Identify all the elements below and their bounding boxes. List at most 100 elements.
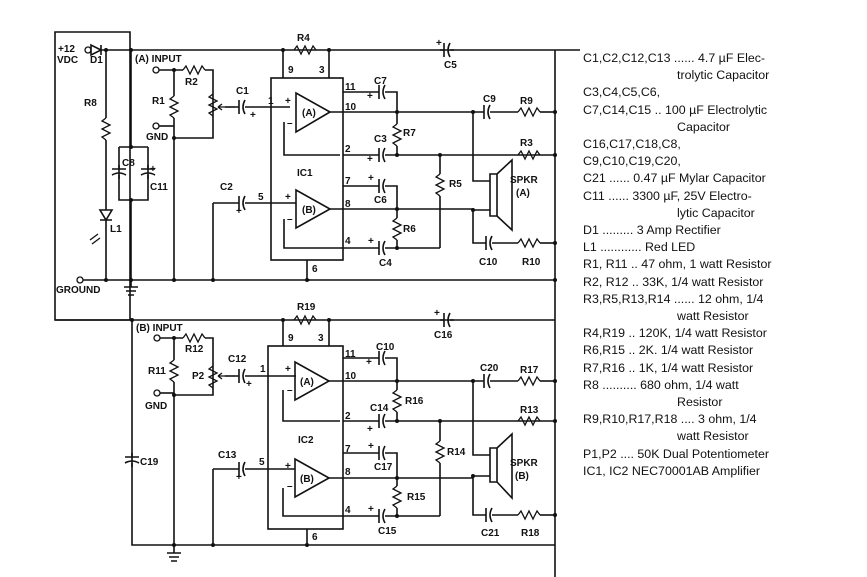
parts-list-row: Capacitor <box>677 119 731 134</box>
input-b-label: (B) INPUT <box>136 323 183 334</box>
label-c11: C11 <box>150 182 168 193</box>
channel-b: (B) INPUT R12 R11 GND P2 C12 + 1 R19 9 3… <box>55 302 557 562</box>
label-r4: R4 <box>297 33 310 44</box>
supply-terminal <box>84 46 92 54</box>
ic2-label: IC2 <box>298 435 314 446</box>
label-r18: R18 <box>521 528 540 539</box>
label-r8: R8 <box>84 98 97 109</box>
ground-icon <box>167 545 181 562</box>
label-c16: C16 <box>434 330 453 341</box>
label-c5: C5 <box>444 60 457 71</box>
label-r7: R7 <box>403 128 416 139</box>
svg-text:4: 4 <box>345 236 351 247</box>
opamp-b2 <box>294 457 331 499</box>
svg-text:(A): (A) <box>302 108 316 119</box>
capacitor-c21 <box>481 507 497 523</box>
opamp-b1 <box>295 188 332 230</box>
svg-text:+: + <box>368 173 374 184</box>
svg-text:+: + <box>367 424 373 435</box>
label-r5: R5 <box>449 179 462 190</box>
parts-list-row: R1, R11 .. 47 ohm, 1 watt Resistor <box>583 257 772 272</box>
capacitor-c9 <box>479 104 495 120</box>
parts-list-row: C3,C4,C5,C6, <box>583 85 661 100</box>
svg-text:+: + <box>368 504 374 515</box>
led-l1 <box>98 209 114 222</box>
label-l1: L1 <box>110 224 122 235</box>
resistor-r8 <box>101 117 111 141</box>
capacitor-c20 <box>479 373 495 389</box>
svg-text:8: 8 <box>345 467 351 478</box>
svg-text:+: + <box>434 308 440 319</box>
label-r1: R1 <box>152 96 165 107</box>
svg-text:+: + <box>246 379 252 390</box>
capacitor-c6 <box>374 178 390 194</box>
label-c14: C14 <box>370 403 389 414</box>
parts-list-row: L1 ............ Red LED <box>583 240 696 255</box>
svg-text:+: + <box>285 96 291 107</box>
label-c8: C8 <box>122 158 135 169</box>
label-r2: R2 <box>185 77 198 88</box>
resistor-r6 <box>392 217 402 241</box>
svg-text:11: 11 <box>345 349 356 360</box>
capacitor-c3 <box>374 147 390 163</box>
capacitor-c10a <box>481 235 497 251</box>
svg-text:5: 5 <box>258 192 264 203</box>
label-r15: R15 <box>407 492 426 503</box>
parts-list-row: R7,R16 .. 1K, 1/4 watt Resistor <box>583 360 754 375</box>
svg-text:7: 7 <box>345 444 351 455</box>
svg-text:+: + <box>285 364 291 375</box>
parts-list: C1,C2,C12,C13 ...... 4.7 µF Elec-trolyti… <box>583 50 863 480</box>
capacitor-c4 <box>374 240 390 256</box>
svg-text:+: + <box>236 472 242 483</box>
parts-list-row: IC1, IC2 NEC70001AB Amplifier <box>583 463 760 478</box>
parts-list-row: C16,C17,C18,C8, <box>583 137 681 152</box>
parts-list-row: R6,R15 .. 2K. 1/4 watt Resistor <box>583 343 754 358</box>
ground-terminal <box>76 276 84 284</box>
svg-text:+: + <box>150 164 156 175</box>
label-c7: C7 <box>374 76 387 87</box>
ground-icon <box>124 280 138 296</box>
resistor-r16 <box>392 389 402 413</box>
resistor-r12 <box>182 333 206 343</box>
resistor-r15 <box>392 485 402 509</box>
parts-list-row: Resistor <box>677 395 723 410</box>
svg-text:+: + <box>285 461 291 472</box>
svg-text:+: + <box>250 110 256 121</box>
gnd-a-label: GND <box>146 132 168 143</box>
svg-text:+: + <box>236 206 242 217</box>
resistor-r10 <box>517 238 541 248</box>
input-a-label: (A) INPUT <box>135 54 182 65</box>
resistor-r5 <box>435 173 445 197</box>
capacitor-c10b <box>374 350 390 366</box>
channel-a: (A) INPUT R2 R1 GND C1 + 1 R4 9 3 + C5 <box>135 33 557 577</box>
capacitor-c14 <box>374 413 390 429</box>
svg-text:4: 4 <box>345 505 351 516</box>
label-c6: C6 <box>374 195 387 206</box>
ic1-label: IC1 <box>297 168 313 179</box>
svg-text:2: 2 <box>345 144 351 155</box>
svg-text:–: – <box>287 385 293 396</box>
resistor-r14 <box>435 440 445 464</box>
svg-text:11: 11 <box>345 82 356 93</box>
svg-text:(B): (B) <box>300 474 314 485</box>
svg-text:6: 6 <box>312 264 318 275</box>
svg-text:10: 10 <box>345 371 357 382</box>
label-r11: R11 <box>148 366 166 377</box>
label-r19: R19 <box>297 302 316 313</box>
label-r17: R17 <box>520 365 539 376</box>
parts-list-row: R4,R19 .. 120K, 1/4 watt Resistor <box>583 326 767 341</box>
label-c4: C4 <box>379 258 392 269</box>
resistor-r17 <box>517 376 541 386</box>
label-c17: C17 <box>374 462 393 473</box>
ic2-body <box>267 345 344 530</box>
label-c12: C12 <box>228 354 247 365</box>
svg-text:–: – <box>287 481 293 492</box>
svg-text:6: 6 <box>312 532 318 543</box>
speaker-a-icon <box>489 158 513 232</box>
svg-text:+: + <box>436 38 442 49</box>
capacitor-c7 <box>374 84 390 100</box>
ground-label: GROUND <box>56 285 100 296</box>
supply-label-vdc: VDC <box>57 55 78 66</box>
resistor-r18 <box>517 510 541 520</box>
svg-text:10: 10 <box>345 102 357 113</box>
